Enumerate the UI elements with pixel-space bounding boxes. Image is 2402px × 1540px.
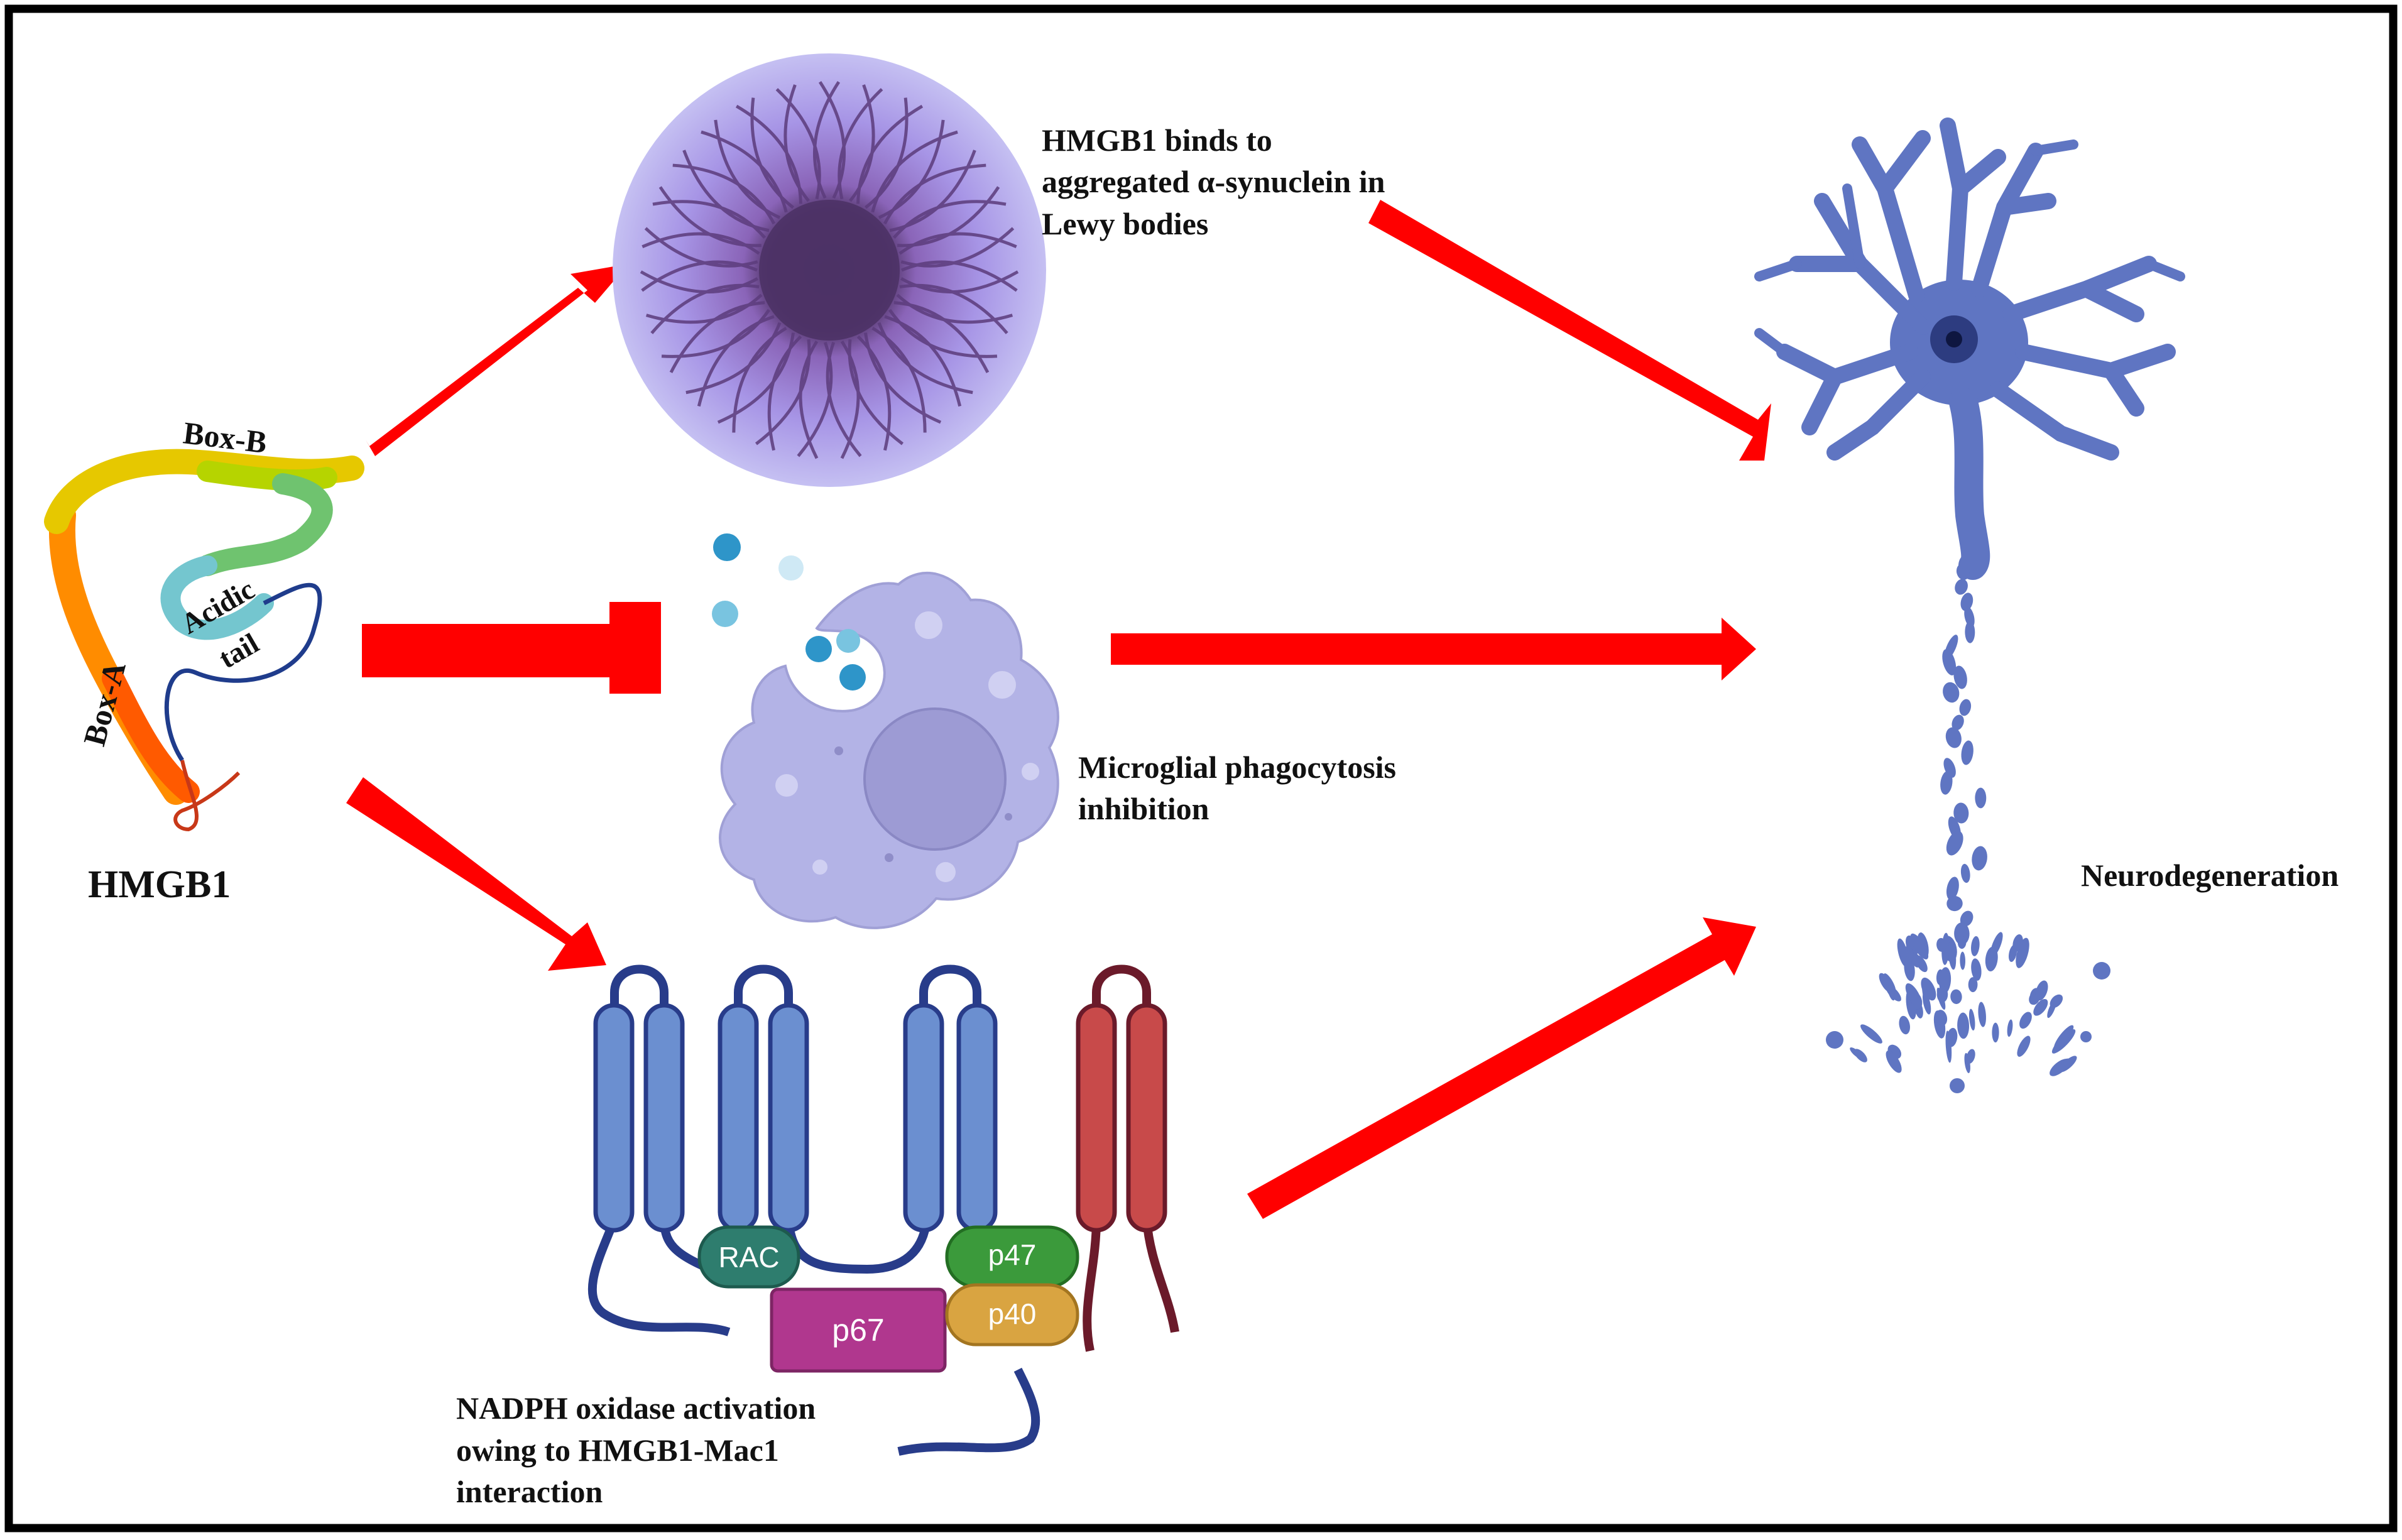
axon-fragment — [1943, 682, 1960, 703]
axon-terminal-fragment — [1957, 936, 1967, 949]
axon-terminal-fragment — [1853, 1049, 1867, 1062]
microglia-cell-illustration — [719, 572, 1059, 929]
axon-terminal-fragment — [1971, 958, 1982, 981]
lewy-body-caption: HMGB1 binds to aggregated α-synuclein in… — [1042, 123, 1385, 241]
axon-terminal-fragment — [1971, 936, 1980, 956]
axon-terminal-fragment — [1992, 1022, 1999, 1043]
microglia-caption-line-1: Microglial phagocytosis — [1078, 750, 1396, 785]
axon-fragment — [1956, 563, 1970, 581]
axon-terminal-fragment — [1945, 1030, 1952, 1063]
axon-terminal-fragment — [2012, 934, 2023, 952]
axon-terminal-fragment — [1886, 1050, 1902, 1073]
axon-fragment — [1961, 740, 1973, 765]
arrow-nadph-to-neurodegeneration — [1247, 917, 1756, 1219]
alpha-synuclein-fibril — [900, 227, 1015, 268]
inhibition-bar-hmgb1-microglia — [362, 602, 661, 694]
axon-terminal-fragment — [2033, 998, 2048, 1016]
arrow-microglia-to-neurodegeneration — [1111, 618, 1756, 680]
axon-terminal-fragment — [1990, 932, 2003, 958]
lewy-caption-line-3: Lewy bodies — [1042, 206, 1208, 241]
degenerating-neuron-illustration — [1754, 117, 2185, 1093]
axon-terminal-fragment — [1910, 933, 1929, 959]
axon-terminal-fragment — [1978, 1002, 1986, 1027]
axon-terminal-bouton — [2093, 962, 2110, 980]
microglia-caption-line-2: inhibition — [1078, 791, 1209, 826]
axon-terminal-fragment — [2054, 1025, 2074, 1049]
axon-fragment — [1960, 863, 1970, 883]
microglia-caption: Microglial phagocytosis inhibition — [1078, 750, 1396, 826]
axon-terminal-fragment — [1950, 989, 1962, 1005]
nadph-caption-line-1: NADPH oxidase activation — [456, 1390, 816, 1426]
neurodegeneration-label: Neurodegeneration — [2081, 858, 2339, 893]
axon-fragment — [1946, 831, 1963, 856]
outer-border — [4, 4, 2398, 1532]
arrow-lewy-to-neurodegeneration — [1368, 200, 1771, 461]
axon-terminal-fragment — [1957, 1012, 1970, 1039]
axon-terminal-fragment — [1936, 937, 1946, 952]
axon-terminal-fragment — [1936, 987, 1946, 1010]
axon-fragment — [1945, 727, 1962, 748]
arrow-hmgb1-to-nadph — [346, 777, 606, 971]
lewy-caption-line-1: HMGB1 binds to — [1042, 123, 1272, 158]
axon-terminal-bouton — [2080, 1031, 2092, 1042]
axon-terminal-fragment — [1968, 1008, 1975, 1031]
p40-subunit — [945, 1283, 1079, 1346]
axon-terminal-fragment — [2050, 1059, 2070, 1076]
axon-terminal-fragment — [2019, 1012, 2032, 1029]
axon-fragment — [1955, 579, 1968, 595]
axon-terminal-fragment — [1968, 977, 1978, 993]
axon-terminal-bouton — [1826, 1031, 1843, 1049]
axon-fragment — [1953, 665, 1967, 689]
axon-terminal-fragment — [1879, 973, 1892, 993]
hmgb1-protein-structure: Box-B Box-A Acidic tail — [44, 415, 364, 832]
nadph-caption-line-2: owing to HMGB1-Mac1 — [456, 1433, 779, 1468]
axon-fragment — [1946, 895, 1963, 912]
axon-fragment — [1942, 649, 1957, 675]
axon-fragment — [1946, 876, 1959, 900]
rac-subunit — [697, 1225, 800, 1289]
nadph-caption: NADPH oxidase activation owing to HMGB1-… — [456, 1390, 816, 1509]
axon-terminal-fragment — [1905, 983, 1922, 1007]
axon-fragment — [1972, 846, 1987, 871]
lewy-body-illustration — [613, 53, 1046, 487]
axon-fragment — [1959, 699, 1972, 716]
axon-fragment — [1953, 802, 1969, 824]
arrow-hmgb1-to-lewy — [366, 264, 628, 456]
axon-terminal-fragment — [1948, 941, 1957, 970]
axon-terminal-fragment — [2017, 1035, 2031, 1057]
axon-terminal-fragment — [1899, 1015, 1911, 1035]
axon-fragment — [1975, 787, 1987, 809]
axon-terminal-fragment — [1960, 951, 1966, 970]
lewy-caption-line-2: aggregated α-synuclein in — [1042, 164, 1385, 199]
p67-label: p67 — [832, 1313, 884, 1348]
axon-fragment — [1952, 714, 1964, 731]
axon-fragment — [1960, 910, 1973, 927]
axon-terminal-fragment — [1964, 1052, 1970, 1073]
alpha-synuclein-particles — [712, 533, 866, 691]
axon-fragment — [1965, 621, 1975, 643]
axon-fragment — [1960, 593, 1973, 611]
axon-terminal-fragment — [1935, 1010, 1948, 1026]
rac-label: RAC — [718, 1241, 779, 1274]
axon-terminal-fragment — [2016, 937, 2029, 968]
nadph-oxidase-complex: RAC p67 p47 p40 — [587, 964, 1179, 1456]
axon-terminal-fragment — [1860, 1024, 1882, 1044]
p47-label: p47 — [988, 1238, 1037, 1271]
axon-terminal-fragment — [2007, 1019, 2013, 1037]
nadph-caption-line-3: interaction — [456, 1474, 603, 1509]
p67-subunit — [770, 1287, 947, 1373]
p40-label: p40 — [988, 1297, 1037, 1330]
hmgb1-label: HMGB1 — [88, 863, 231, 906]
axon-terminal-fragment — [2047, 1000, 2056, 1018]
axon-fragment — [1940, 771, 1953, 795]
axon-terminal-fragment — [2035, 980, 2048, 1001]
axon-terminal-fragment — [1922, 981, 1928, 1003]
axon-terminal-bouton — [1950, 1078, 1965, 1093]
axon-terminal-fragment — [1910, 953, 1920, 968]
